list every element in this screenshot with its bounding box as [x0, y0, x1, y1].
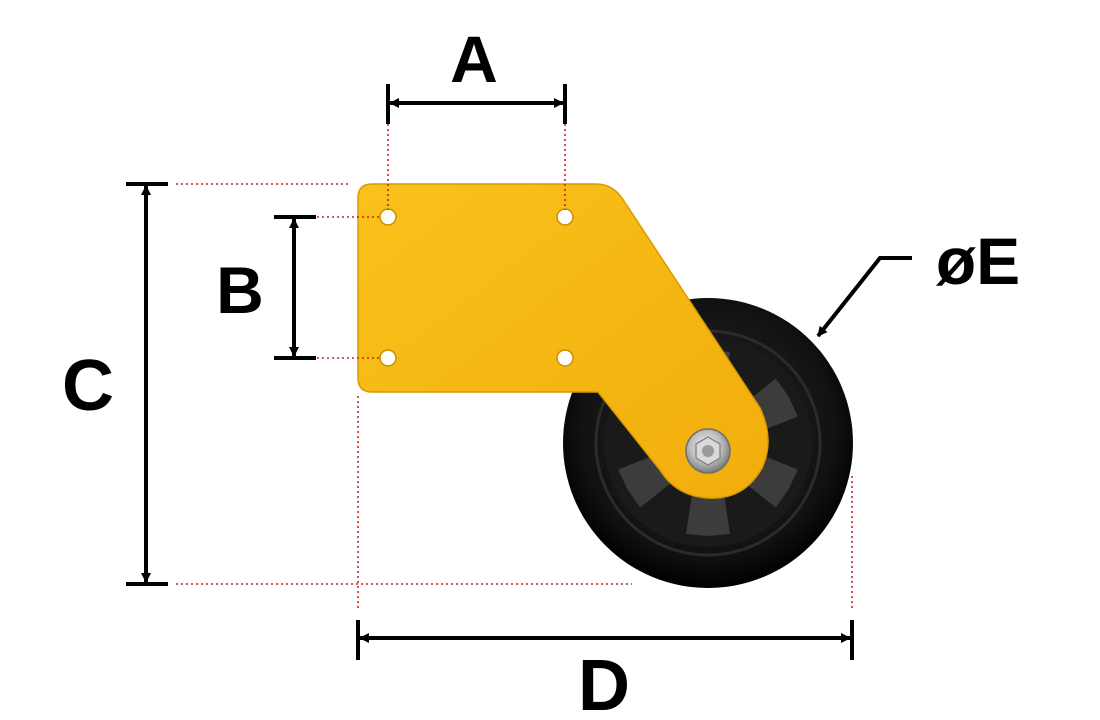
bracket-plate: [357, 183, 769, 499]
extension-lines: [176, 124, 853, 610]
axle-nut: [685, 428, 731, 474]
bracket: [357, 183, 769, 499]
label-a: A: [450, 22, 498, 96]
dimension-e: øE: [816, 224, 1020, 338]
label-b: B: [216, 253, 264, 327]
dimension-c: C: [62, 182, 168, 586]
dimension-b: B: [216, 215, 316, 360]
mounting-hole: [556, 208, 574, 226]
mounting-hole: [556, 349, 574, 367]
dimension-a: A: [386, 22, 567, 124]
label-d: D: [578, 646, 630, 720]
label-c: C: [62, 346, 114, 426]
dimension-d: D: [356, 620, 854, 720]
mounting-hole: [379, 349, 397, 367]
mounting-hole: [379, 208, 397, 226]
label-e: øE: [936, 224, 1020, 298]
